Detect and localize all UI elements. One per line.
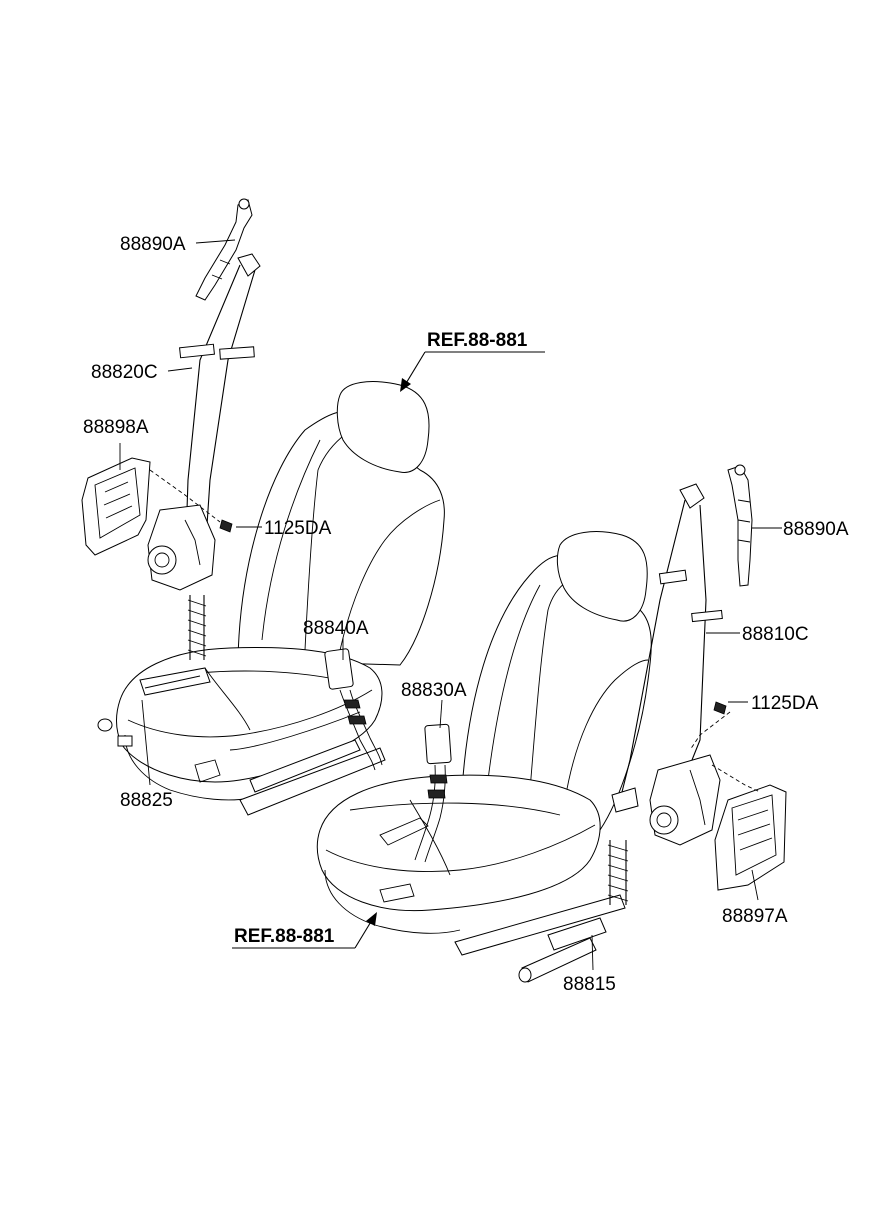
label-right-bolt: 1125DA	[751, 693, 819, 714]
label-right-belt: 88810C	[742, 624, 809, 645]
label-right-anchor: 88890A	[783, 519, 849, 540]
label-left-bolt: 1125DA	[264, 518, 332, 539]
label-left-anchor: 88890A	[120, 234, 186, 255]
right-seat	[316, 531, 652, 956]
ref-label-bottom: REF.88-881	[234, 926, 335, 947]
label-right-pretensioner: 88815	[563, 974, 616, 995]
label-left-pretensioner: 88825	[120, 790, 173, 811]
label-right-cover: 88897A	[722, 906, 788, 927]
left-seat-belt	[81, 198, 261, 696]
part-labels: 88890A 88820C 88898A 1125DA 88840A 88825…	[83, 234, 849, 995]
label-left-belt: 88820C	[91, 362, 158, 383]
leader-lines	[119, 239, 782, 971]
right-seat-belt	[518, 464, 787, 983]
label-right-buckle: 88830A	[401, 680, 467, 701]
label-left-buckle: 88840A	[303, 618, 369, 639]
label-left-cover: 88898A	[83, 417, 149, 438]
ref-label-top: REF.88-881	[427, 330, 528, 351]
left-seat	[97, 381, 445, 816]
